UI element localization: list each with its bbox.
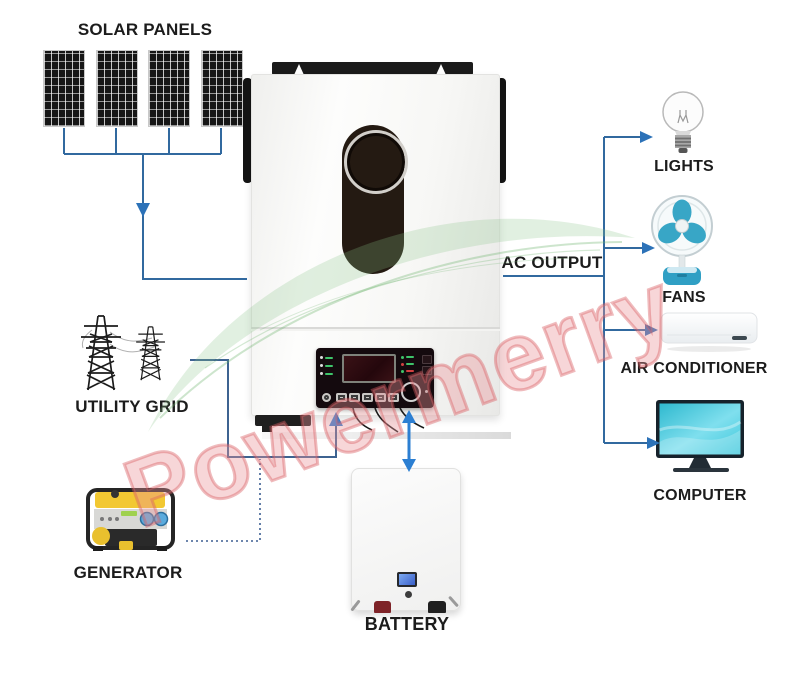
utility-grid-label: UTILITY GRID [75, 397, 189, 416]
inverter-button [336, 393, 347, 402]
solar-panel-icon [96, 50, 138, 127]
inverter-bottom-cover [255, 415, 311, 426]
solar-to-inverter-line [63, 128, 247, 280]
generator-label: GENERATOR [73, 563, 183, 582]
battery-lcd-screen [397, 572, 417, 587]
inverter-right-heatsink [497, 78, 506, 183]
inverter-bottom-foot [262, 426, 272, 432]
inverter-mounting-bracket [272, 62, 473, 75]
inverter-body [251, 74, 511, 439]
inverter-button [388, 393, 399, 402]
battery-label: BATTERY [364, 614, 450, 634]
air-conditioner-icon [660, 312, 758, 352]
battery-unit [350, 468, 461, 613]
solar-panel-icon [148, 50, 190, 127]
inverter-cables [352, 408, 425, 433]
inverter-dial-ring [344, 130, 408, 194]
computer-monitor-icon [656, 400, 744, 472]
solar-panels-label: SOLAR PANELS [77, 20, 213, 39]
utility-grid-towers-icon [81, 315, 166, 391]
inverter-down-key [422, 366, 432, 375]
device-label-computer: COMPUTER [653, 487, 747, 504]
inverter-button [362, 393, 373, 402]
inverter-lcd-screen [342, 354, 396, 383]
battery-negative-terminal [428, 601, 446, 613]
inverter-display-panel [316, 348, 434, 408]
light-bulb-icon [662, 91, 704, 153]
ac-output-lines [503, 136, 647, 444]
desk-fan-icon [651, 195, 713, 285]
inverter-left-heatsink [243, 78, 252, 183]
inverter-button [375, 393, 386, 402]
solar-panel-icon [43, 50, 85, 127]
solar-flow-arrow [136, 203, 150, 217]
battery-positive-terminal [374, 601, 391, 613]
air-conditioner-arrow [645, 324, 658, 336]
solar-panel-icon [201, 50, 243, 127]
device-label-lights: LIGHTS [654, 158, 714, 175]
ac-output-label: AC OUTPUT [501, 253, 603, 272]
device-label-fans: FANS [662, 289, 706, 306]
generator-icon [86, 488, 175, 551]
device-label-air-conditioner: AIR CONDITIONER [620, 360, 768, 377]
inverter-up-key [422, 355, 432, 364]
inverter-unit [240, 58, 511, 439]
lights-arrow [640, 131, 653, 143]
battery-button [405, 591, 412, 598]
inverter-power-knob [401, 382, 421, 402]
inverter-seam [251, 327, 500, 329]
generator-dotted-line [186, 459, 261, 542]
inverter-button [322, 393, 331, 402]
inverter-button [349, 393, 360, 402]
